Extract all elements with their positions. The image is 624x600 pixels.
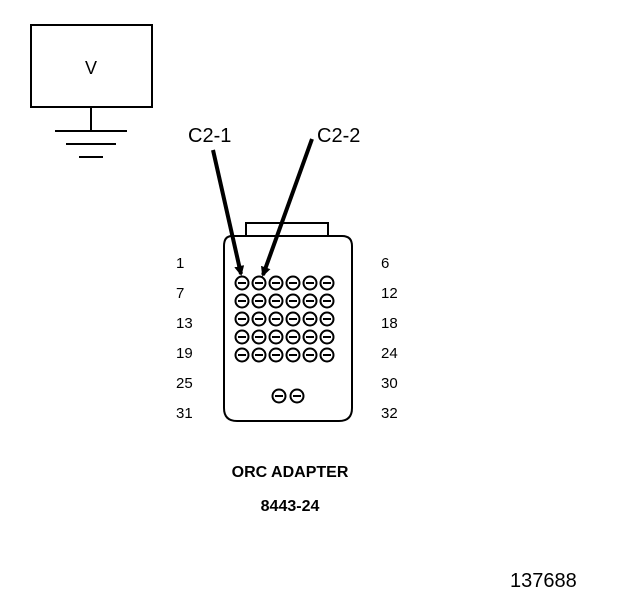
connector-tab <box>245 222 329 238</box>
pin-label-right: 30 <box>381 375 398 392</box>
arrow-c2-2 <box>261 138 314 277</box>
pin-label-right: 32 <box>381 405 398 422</box>
pin-label-left: 1 <box>176 255 184 272</box>
connector-housing <box>223 235 353 422</box>
arrow-c2-1 <box>211 149 245 276</box>
connector-title: ORC ADAPTER <box>232 464 349 481</box>
pin-labels-right: 6 12 18 24 30 32 <box>381 255 398 422</box>
pin-label-left: 25 <box>176 375 193 392</box>
callout-c2-2: C2-2 <box>317 125 360 147</box>
pin-label-right: 24 <box>381 345 398 362</box>
pin-label-right: 6 <box>381 255 389 272</box>
pin-labels-left: 1 7 13 19 25 31 <box>176 255 193 422</box>
pin-label-left: 13 <box>176 315 193 332</box>
probe-arrows <box>211 138 314 277</box>
pin-label-left: 7 <box>176 285 184 302</box>
pin-label-right: 12 <box>381 285 398 302</box>
pin-grid <box>234 275 335 404</box>
pin-label-left: 31 <box>176 405 193 422</box>
connector-part-number: 8443-24 <box>261 498 320 515</box>
pin-label-right: 18 <box>381 315 398 332</box>
voltmeter: V <box>30 24 153 108</box>
ground-icon <box>55 107 127 158</box>
voltmeter-label: V <box>85 58 97 78</box>
pin-label-left: 19 <box>176 345 193 362</box>
figure-id: 137688 <box>510 570 577 592</box>
callout-c2-1: C2-1 <box>188 125 231 147</box>
